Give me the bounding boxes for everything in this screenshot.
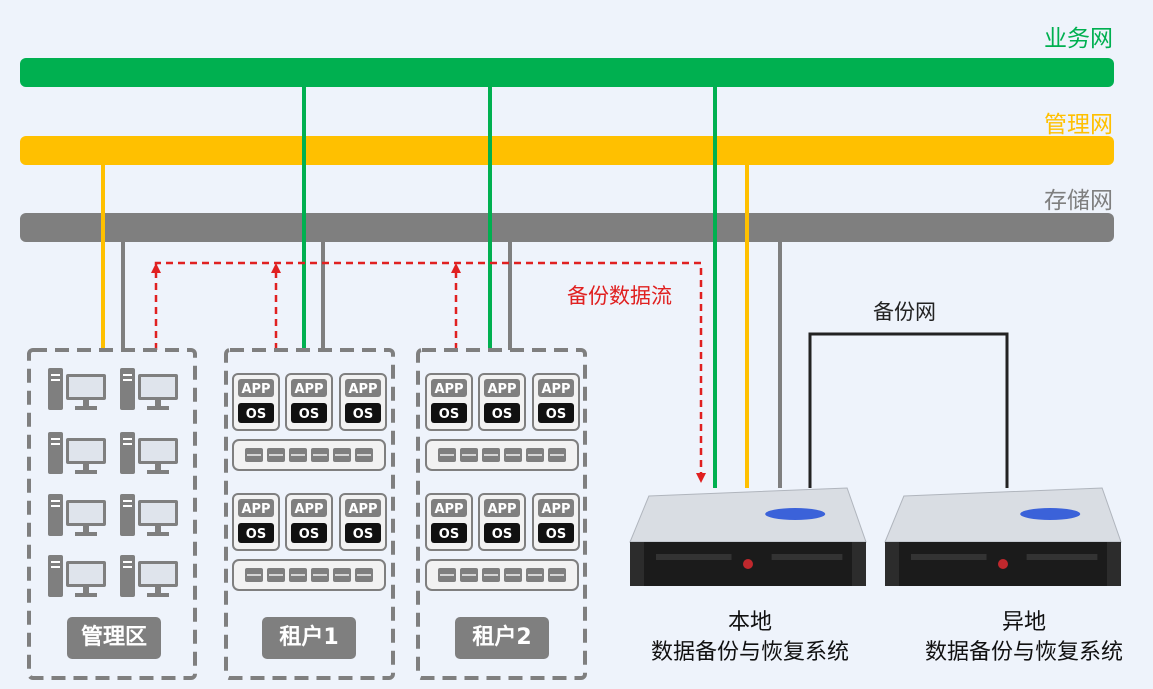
vm-icon: APP OS <box>339 493 387 551</box>
backup-network-label: 备份网 <box>873 300 936 324</box>
backup-flow-label: 备份数据流 <box>567 284 672 308</box>
remote-backup-system-caption: 异地 数据备份与恢复系统 <box>895 608 1153 668</box>
app-label: APP <box>348 382 377 397</box>
remote-backup-server-icon <box>884 487 1122 586</box>
os-label: OS <box>546 527 566 542</box>
computer-icon <box>48 494 106 536</box>
app-label: APP <box>241 382 270 397</box>
app-label: APP <box>434 502 463 517</box>
app-label: APP <box>487 382 516 397</box>
storage-array-icon <box>232 439 386 471</box>
management-zone-box <box>27 348 197 680</box>
vm-icon: APP OS <box>478 493 526 551</box>
app-label: APP <box>434 382 463 397</box>
backup-servers <box>629 487 1122 586</box>
os-label: OS <box>492 527 512 542</box>
storage-array-icon <box>425 559 579 591</box>
os-label: OS <box>353 407 373 422</box>
os-label: OS <box>246 407 266 422</box>
backup-data-flow <box>151 261 706 483</box>
app-label: APP <box>348 502 377 517</box>
app-label: APP <box>487 502 516 517</box>
os-label: OS <box>353 527 373 542</box>
management-zone-label: 管理区 <box>67 617 161 659</box>
vm-icon: APP OS <box>532 373 580 431</box>
backup-network-link <box>808 332 1009 488</box>
tenant1-zone-box <box>224 348 395 680</box>
management-computers <box>48 368 178 597</box>
app-label: APP <box>541 502 570 517</box>
tenant2-zone-label: 租户2 <box>455 617 549 659</box>
os-label: OS <box>546 407 566 422</box>
computer-icon <box>120 555 178 597</box>
local-backup-server-icon <box>629 487 867 586</box>
computer-icon <box>120 368 178 410</box>
storage-network-label: 存储网 <box>1044 188 1113 214</box>
vm-icon: APP OS <box>425 493 473 551</box>
network-drops <box>101 87 782 488</box>
storage-network-bus <box>20 213 1114 242</box>
computer-icon <box>48 432 106 474</box>
remote-system-line2: 数据备份与恢复系统 <box>924 640 1123 665</box>
storage-array-icon <box>425 439 579 471</box>
os-label: OS <box>299 407 319 422</box>
business-network-label: 业务网 <box>1044 26 1113 52</box>
vm-icon: APP OS <box>285 493 333 551</box>
computer-icon <box>120 432 178 474</box>
app-label: APP <box>294 502 323 517</box>
local-system-line2: 数据备份与恢复系统 <box>650 640 849 665</box>
vm-icon: APP OS <box>232 373 280 431</box>
app-label: APP <box>241 502 270 517</box>
vm-icon: APP OS <box>339 373 387 431</box>
vm-icon: APP OS <box>478 373 526 431</box>
management-network-bus <box>20 136 1114 165</box>
os-label: OS <box>439 407 459 422</box>
vm-icon: APP OS <box>532 493 580 551</box>
app-label: APP <box>294 382 323 397</box>
app-label: APP <box>541 382 570 397</box>
vm-icon: APP OS <box>232 493 280 551</box>
local-backup-system-caption: 本地 数据备份与恢复系统 <box>620 608 880 668</box>
vm-icon: APP OS <box>285 373 333 431</box>
tenant1-zone-label: 租户1 <box>262 617 356 659</box>
local-system-line1: 本地 <box>727 610 772 635</box>
os-label: OS <box>299 527 319 542</box>
remote-system-line1: 异地 <box>1001 610 1046 635</box>
business-network-bus <box>20 58 1114 87</box>
storage-array-icon <box>232 559 386 591</box>
os-label: OS <box>439 527 459 542</box>
management-network-label: 管理网 <box>1044 112 1113 138</box>
tenant2-zone-box <box>416 348 587 680</box>
vm-icon: APP OS <box>425 373 473 431</box>
computer-icon <box>48 555 106 597</box>
computer-icon <box>48 368 106 410</box>
os-label: OS <box>246 527 266 542</box>
computer-icon <box>120 494 178 536</box>
os-label: OS <box>492 407 512 422</box>
tenant-vms: APP OS APP OS APP OS APP OS APP OS APP OS APP OS APP OS… <box>232 373 580 591</box>
